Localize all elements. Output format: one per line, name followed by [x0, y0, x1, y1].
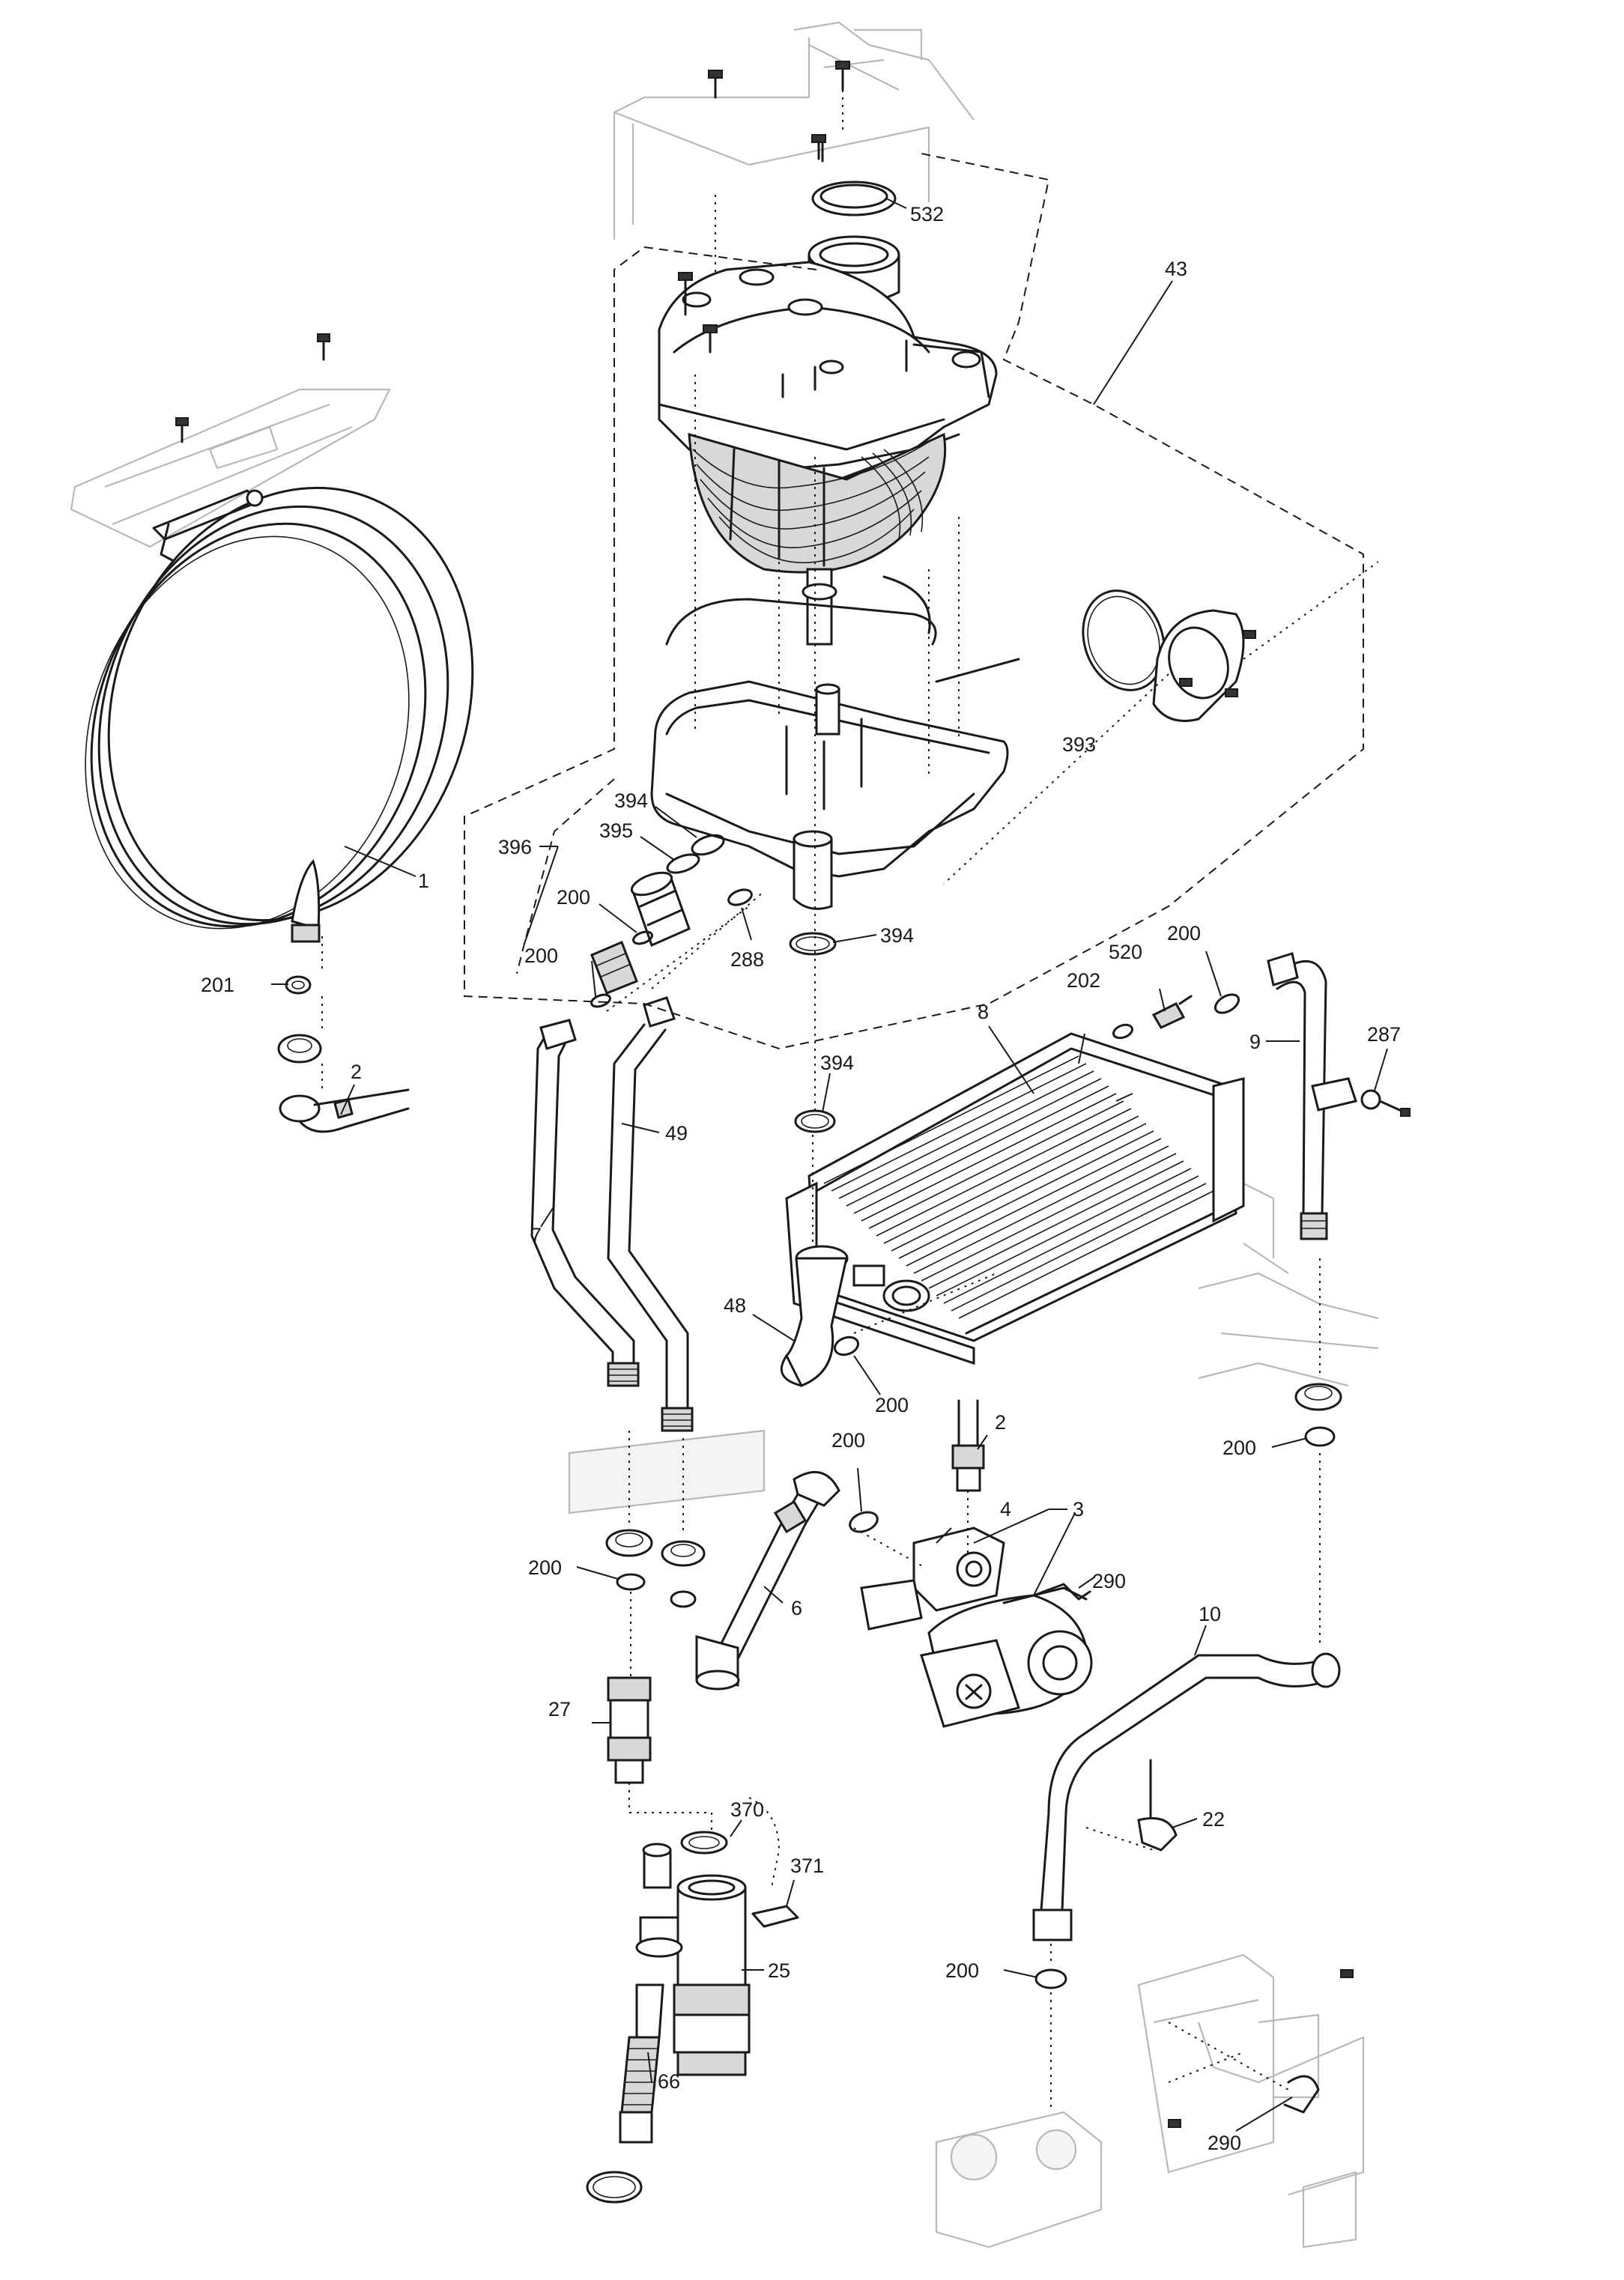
- seal-200-pump: [849, 1511, 879, 1533]
- label-6: 6: [791, 1597, 802, 1619]
- connector-27: [607, 1676, 652, 1784]
- top-screws: [708, 61, 850, 163]
- assembly-outline-396: [516, 778, 615, 974]
- clip-371: [751, 1905, 799, 1928]
- siphon-adapter: [630, 871, 691, 948]
- label-9: 9: [1249, 1031, 1261, 1053]
- clip-290-lower: [1168, 1969, 1354, 2128]
- inner-gasket: [665, 575, 1020, 683]
- label-43: 43: [1165, 258, 1187, 280]
- coil-outlet-pipe: [802, 568, 837, 646]
- pump-3: [860, 1526, 1093, 1728]
- label-22: 22: [1202, 1808, 1225, 1831]
- label-200-siphon-top: 200: [557, 886, 590, 909]
- label-202: 202: [1067, 969, 1100, 992]
- clip-290: [1032, 1583, 1091, 1601]
- label-371: 371: [790, 1855, 824, 1877]
- label-532: 532: [910, 203, 944, 225]
- alignment-lines: [321, 90, 1379, 2112]
- seal-394-lower: [794, 1109, 836, 1133]
- boiler-frame-ghost: [613, 21, 975, 240]
- pipe-10: [1032, 1652, 1341, 1941]
- vessel-nut: [277, 1034, 322, 1064]
- label-8: 8: [978, 1001, 989, 1023]
- label-200-siphon-bottom: 200: [524, 945, 558, 967]
- elbow-48: [780, 1245, 849, 1387]
- label-66: 66: [658, 2070, 680, 2093]
- pipe-49: [607, 996, 694, 1432]
- label-200-exchanger: 200: [1167, 922, 1201, 945]
- label-290-lower: 290: [1208, 2132, 1241, 2154]
- fan-hood: [658, 261, 998, 481]
- label-201: 201: [201, 974, 234, 996]
- pipe-9: [1267, 952, 1328, 1240]
- label-49: 49: [665, 1122, 688, 1144]
- label-200-pump: 200: [831, 1429, 865, 1452]
- condensate-tray: [650, 680, 1009, 910]
- flow-pipe-2: [951, 1399, 985, 1492]
- vessel-hose-2: [279, 1088, 410, 1133]
- heat-exchanger-coil: [688, 432, 947, 574]
- seal-370: [680, 1831, 728, 1855]
- label-393: 393: [1062, 733, 1096, 756]
- label-10: 10: [1199, 1603, 1221, 1625]
- seal-393-cover-plate: [1082, 589, 1256, 722]
- seals-200-upper: [590, 930, 653, 1008]
- expansion-vessel: [85, 486, 474, 943]
- label-287: 287: [1367, 1023, 1401, 1046]
- heat-exchanger-8: [785, 1032, 1245, 1365]
- label-200-right: 200: [1222, 1437, 1256, 1459]
- label-370: 370: [730, 1798, 764, 1821]
- mounting-rail-ghost: [70, 388, 391, 548]
- vessel-bracket-screws: [175, 333, 330, 443]
- seal-394-middle: [789, 932, 837, 956]
- label-520: 520: [1109, 941, 1142, 963]
- seal-288: [727, 888, 753, 906]
- label-394-top: 394: [614, 789, 648, 812]
- lower-rail: [568, 1429, 766, 1515]
- label-48: 48: [724, 1294, 746, 1317]
- label-394-middle: 394: [880, 924, 914, 947]
- washer-201: [285, 975, 312, 995]
- pipe-7: [530, 1019, 640, 1387]
- nuts-seals-200: [605, 1529, 706, 1608]
- siphon-25: [635, 1843, 751, 2076]
- air-vent-287: [1311, 1077, 1411, 1117]
- hood-screws: [678, 272, 908, 398]
- label-27: 27: [548, 1698, 571, 1720]
- seal-532: [811, 181, 897, 216]
- label-200-elbow: 200: [875, 1394, 909, 1416]
- sensor-395: [666, 853, 700, 874]
- label-200-lower-left: 200: [528, 1556, 562, 1579]
- label-288: 288: [730, 948, 764, 971]
- nut-seal-200-right: [1034, 1383, 1342, 1989]
- assembly-outline-43: [464, 153, 1364, 1050]
- label-2-flow: 2: [995, 1411, 1006, 1434]
- label-3: 3: [1073, 1498, 1084, 1520]
- siphon-nut: [590, 941, 638, 995]
- label-4: 4: [1000, 1498, 1011, 1520]
- sensor-202-520: [1112, 995, 1193, 1040]
- label-395: 395: [599, 819, 633, 842]
- seal-200-elbow: [834, 1335, 859, 1356]
- label-1: 1: [418, 870, 429, 892]
- sensor-22: [1137, 1759, 1178, 1852]
- label-394-lower: 394: [820, 1052, 854, 1074]
- label-2-vessel: 2: [351, 1061, 362, 1083]
- label-200-pipe10: 200: [945, 1959, 979, 1982]
- part-labels: 532 43 1 201 2 393 394 395 396 200 200 2…: [201, 203, 1401, 2154]
- leader-lines: [271, 198, 1388, 2132]
- label-396: 396: [498, 836, 532, 858]
- label-290-pump: 290: [1092, 1570, 1126, 1592]
- label-25: 25: [768, 1959, 790, 1982]
- seal-200-right: [1214, 993, 1240, 1014]
- vessel-bracket: [152, 489, 264, 562]
- seal-394-upper: [691, 834, 725, 856]
- pipe-6: [695, 1470, 840, 1691]
- label-7: 7: [530, 1224, 542, 1246]
- hose-66: [586, 1983, 664, 2204]
